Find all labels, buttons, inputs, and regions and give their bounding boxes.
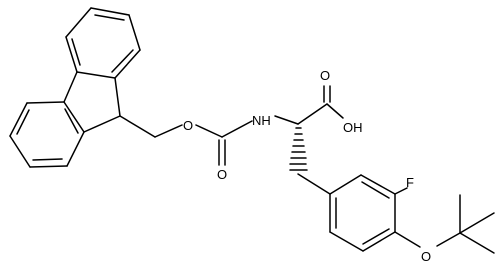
fluorene-group <box>9 7 141 168</box>
bond <box>394 231 421 248</box>
bond <box>297 173 331 195</box>
bond <box>362 228 390 245</box>
bond <box>29 165 68 168</box>
bond <box>65 7 92 38</box>
bond <box>329 174 362 195</box>
atom-label-o-ether: O <box>421 249 431 264</box>
bond <box>360 174 396 195</box>
bond <box>297 103 328 125</box>
bond <box>119 115 156 138</box>
bond <box>394 187 408 195</box>
bond <box>63 101 85 133</box>
tert-butyl-group <box>436 194 495 254</box>
bond <box>436 232 461 247</box>
bond <box>83 115 121 133</box>
bond <box>90 7 130 16</box>
bond <box>65 36 78 73</box>
bond <box>76 71 116 79</box>
bond <box>221 120 253 138</box>
atom-label-oh: OH <box>343 120 363 135</box>
fmoc-linker <box>119 115 299 166</box>
bond <box>71 38 81 66</box>
bond <box>26 101 65 104</box>
hashed-stereo-bond <box>289 127 308 171</box>
bond <box>66 131 85 167</box>
atom-label-nh: NH <box>252 113 271 128</box>
bond <box>362 231 396 252</box>
bond <box>63 71 78 103</box>
bond <box>32 158 63 161</box>
bond <box>128 14 141 51</box>
phenyl-ring <box>329 174 421 252</box>
atom-label-o-carbonyl-carbamate: O <box>217 167 227 182</box>
bond <box>326 103 344 119</box>
atom-label-o-carbonyl-acid: O <box>320 68 330 83</box>
amino-acid-backbone <box>289 85 344 195</box>
bond <box>64 108 79 134</box>
bond <box>154 124 183 138</box>
bond <box>459 212 495 234</box>
bond <box>94 14 125 21</box>
bond <box>9 135 31 168</box>
bond <box>16 109 30 135</box>
atom-label-f: F <box>406 175 414 190</box>
bond <box>195 124 223 138</box>
bond <box>459 232 495 254</box>
bond <box>9 102 28 137</box>
bond <box>329 231 364 252</box>
bond <box>114 77 121 117</box>
bond <box>274 115 299 125</box>
bond <box>361 181 390 199</box>
bond <box>111 49 134 73</box>
atom-label-o-carbamate-ester: O <box>183 118 193 133</box>
bond <box>114 49 141 79</box>
